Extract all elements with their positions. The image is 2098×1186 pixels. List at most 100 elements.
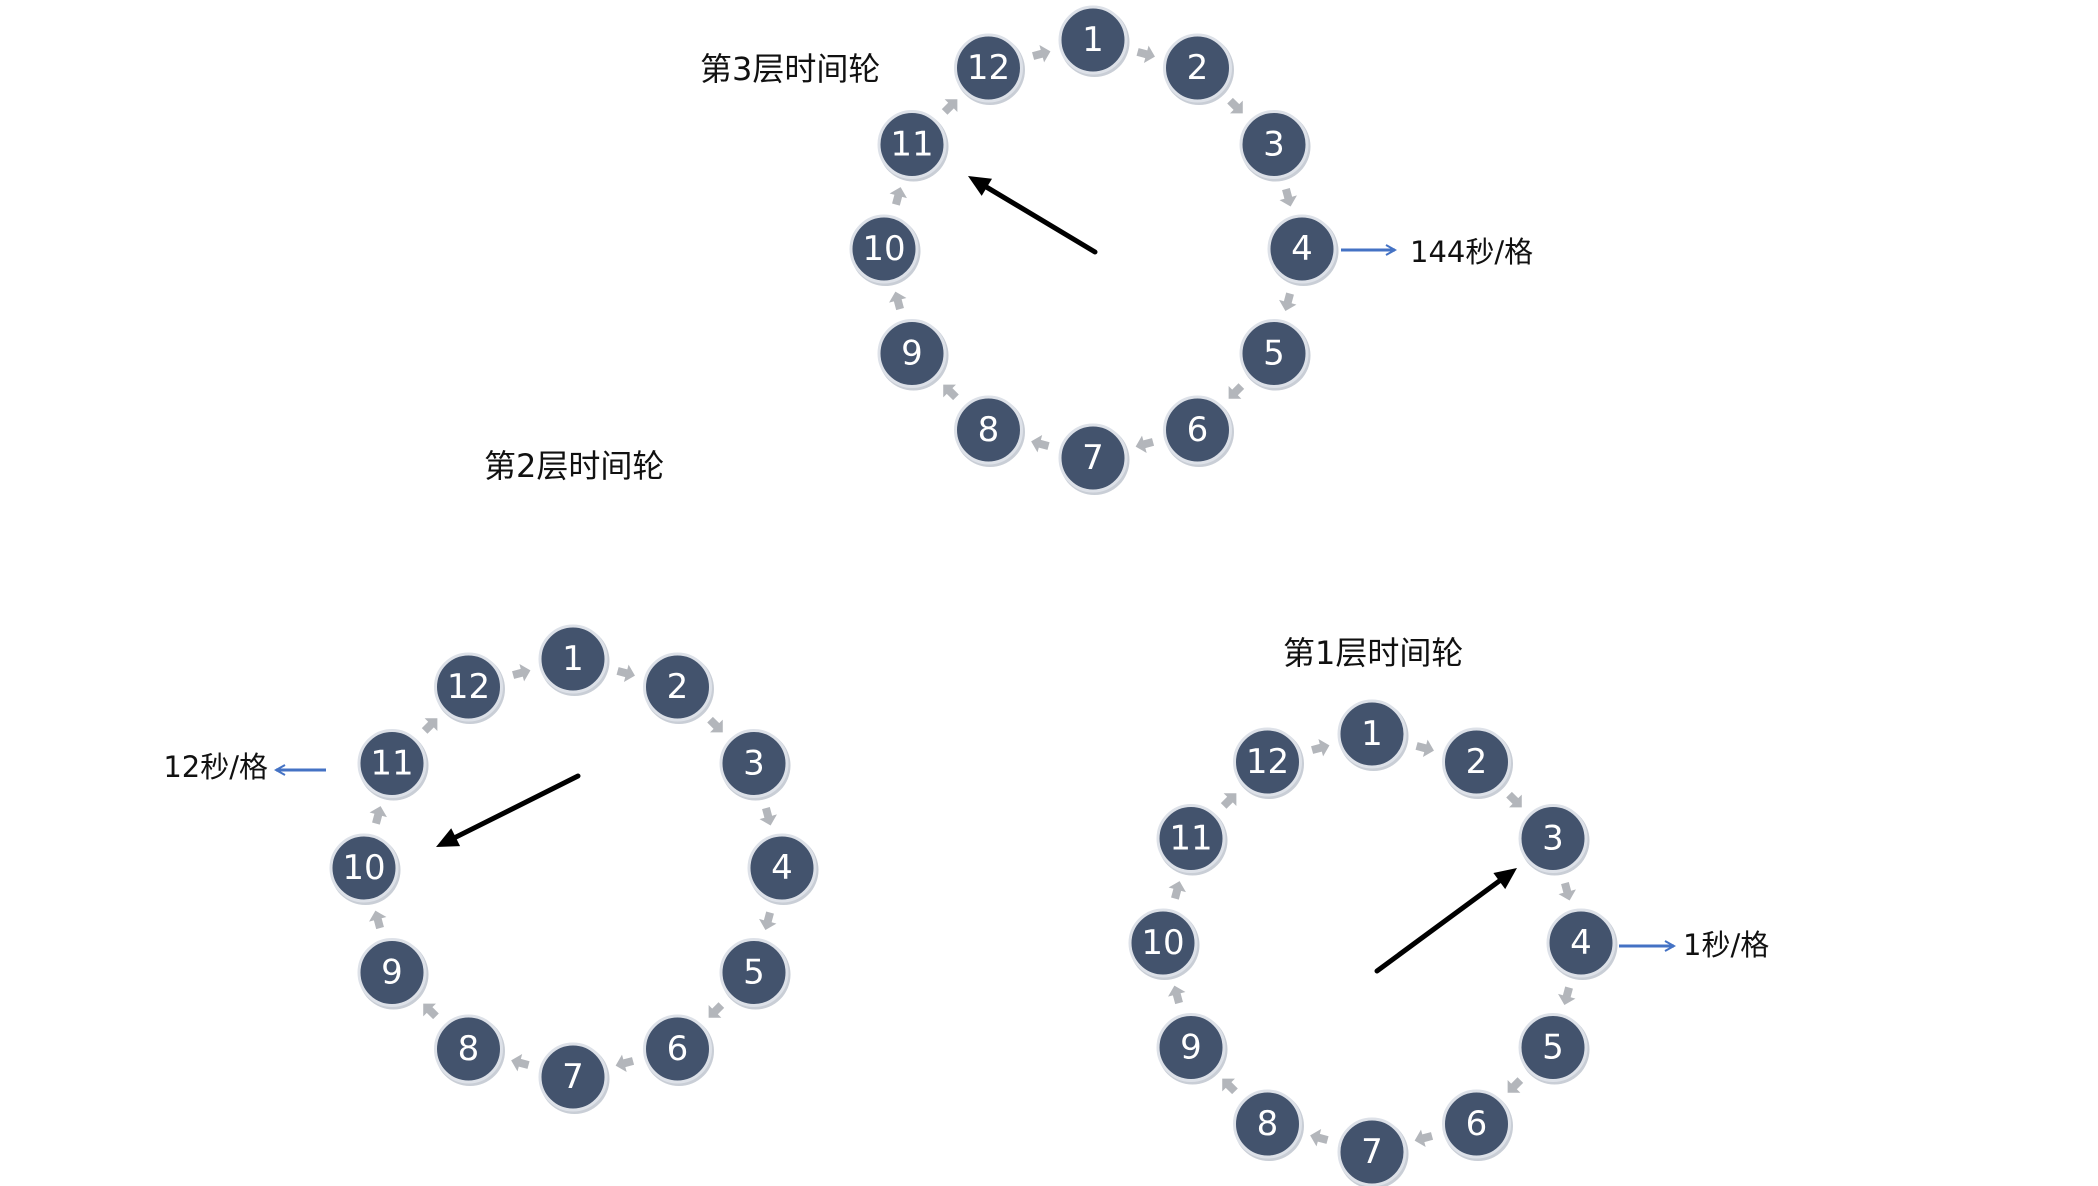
wheel-slot: 1 bbox=[538, 624, 610, 696]
slot-number: 10 bbox=[1141, 923, 1184, 963]
slot-circle bbox=[434, 652, 503, 722]
wheel-slot: 6 bbox=[643, 1014, 714, 1086]
step-arrow bbox=[1228, 383, 1245, 399]
step-arrow bbox=[889, 291, 907, 311]
wheel-slot: 10 bbox=[329, 833, 401, 905]
wheel-slot: 8 bbox=[434, 1014, 505, 1086]
step-arrow bbox=[1414, 1129, 1434, 1147]
wheel-slot: 10 bbox=[849, 214, 921, 286]
wheel-slot: 12 bbox=[434, 652, 505, 724]
slot-number: 11 bbox=[1169, 819, 1212, 859]
wheel-slot: 2 bbox=[1442, 727, 1513, 799]
slot-circle bbox=[954, 395, 1023, 465]
hand-shaft bbox=[984, 184, 1098, 255]
slot-number: 10 bbox=[862, 229, 905, 269]
slot-circle bbox=[643, 1014, 712, 1084]
step-arrow bbox=[759, 911, 777, 930]
wheel-slot: 9 bbox=[357, 938, 429, 1010]
slot-number: 8 bbox=[458, 1029, 480, 1069]
wheel-slot: 7 bbox=[1337, 1117, 1409, 1186]
slot-circle bbox=[1442, 1089, 1511, 1159]
slot-circle bbox=[538, 624, 608, 694]
wheel-slot: 5 bbox=[1239, 319, 1311, 391]
hand-shaft bbox=[453, 773, 581, 840]
slot-number: 2 bbox=[1466, 742, 1488, 782]
step-arrow bbox=[1222, 1078, 1238, 1095]
step-arrow bbox=[369, 910, 387, 930]
slot-circle bbox=[1337, 699, 1407, 769]
step-arrow bbox=[707, 716, 723, 733]
wheel-2-title: 第2层时间轮 bbox=[484, 447, 664, 485]
slot-number: 1 bbox=[1082, 20, 1104, 60]
slot-circle bbox=[1163, 395, 1232, 465]
step-arrow bbox=[1136, 45, 1155, 63]
step-arrow bbox=[1227, 97, 1243, 114]
slot-circle bbox=[1058, 5, 1128, 75]
wheel-slot: 9 bbox=[877, 319, 949, 391]
wheel-1-title: 第1层时间轮 bbox=[1283, 634, 1463, 672]
slot-circle bbox=[329, 833, 399, 903]
wheel-slot: 9 bbox=[1156, 1013, 1228, 1085]
wheel-slot: 7 bbox=[538, 1042, 610, 1114]
wheel-1-tick-label: 1秒/格 bbox=[1683, 928, 1769, 962]
wheel-slot: 3 bbox=[1239, 110, 1311, 182]
slot-circle bbox=[719, 938, 789, 1007]
slot-number: 9 bbox=[901, 334, 923, 374]
step-arrow bbox=[889, 187, 907, 206]
wheel-slot: 3 bbox=[719, 729, 791, 801]
slot-number: 8 bbox=[978, 410, 1000, 450]
wheel-slot: 6 bbox=[1163, 395, 1234, 467]
slot-number: 11 bbox=[370, 744, 413, 784]
slot-number: 1 bbox=[1361, 714, 1383, 754]
wheel-slot: 4 bbox=[747, 833, 819, 905]
step-arrow bbox=[1311, 739, 1330, 757]
wheel-slot: 7 bbox=[1058, 423, 1130, 495]
hand-arrowhead bbox=[436, 828, 461, 847]
wheel-slot: 4 bbox=[1267, 214, 1339, 286]
wheel-slot: 4 bbox=[1546, 908, 1618, 980]
slot-number: 7 bbox=[1082, 438, 1104, 478]
slot-number: 11 bbox=[890, 125, 933, 165]
slot-circle bbox=[1058, 423, 1128, 493]
slot-number: 2 bbox=[1187, 48, 1209, 88]
step-arrow bbox=[1310, 1129, 1329, 1147]
wheel-slot: 6 bbox=[1442, 1089, 1513, 1161]
slot-circle bbox=[747, 833, 817, 903]
step-arrow bbox=[1220, 793, 1237, 809]
slot-number: 5 bbox=[743, 953, 765, 993]
hand-shaft bbox=[1374, 878, 1502, 974]
step-arrow bbox=[1506, 791, 1522, 808]
slot-number: 7 bbox=[562, 1057, 584, 1097]
wheel-slot: 2 bbox=[643, 652, 714, 724]
slot-number: 5 bbox=[1263, 334, 1285, 374]
slot-number: 6 bbox=[1187, 410, 1209, 450]
slot-number: 5 bbox=[1542, 1028, 1564, 1068]
step-arrow bbox=[943, 384, 959, 401]
step-arrow bbox=[423, 1003, 439, 1020]
wheel-slot: 1 bbox=[1058, 5, 1130, 77]
slot-number: 2 bbox=[667, 667, 689, 707]
hand-arrowhead bbox=[968, 176, 992, 196]
slot-number: 6 bbox=[667, 1029, 689, 1069]
slot-number: 6 bbox=[1466, 1104, 1488, 1144]
slot-number: 1 bbox=[562, 639, 584, 679]
slot-circle bbox=[1337, 1117, 1407, 1186]
slot-number: 4 bbox=[1291, 229, 1313, 269]
slot-circle bbox=[1239, 110, 1309, 179]
slot-number: 3 bbox=[1263, 125, 1285, 165]
slot-circle bbox=[1233, 1089, 1302, 1159]
slot-number: 4 bbox=[771, 848, 793, 888]
step-arrow bbox=[1415, 739, 1434, 757]
step-arrow bbox=[1032, 45, 1051, 63]
slot-circle bbox=[1442, 727, 1511, 797]
slot-circle bbox=[434, 1014, 503, 1084]
slot-circle bbox=[357, 729, 427, 798]
step-arrow bbox=[708, 1002, 725, 1018]
slot-number: 12 bbox=[447, 667, 490, 707]
slot-circle bbox=[1518, 1013, 1588, 1082]
wheel-slot: 3 bbox=[1518, 804, 1590, 876]
slot-circle bbox=[1156, 1013, 1226, 1082]
slot-circle bbox=[1546, 908, 1616, 978]
